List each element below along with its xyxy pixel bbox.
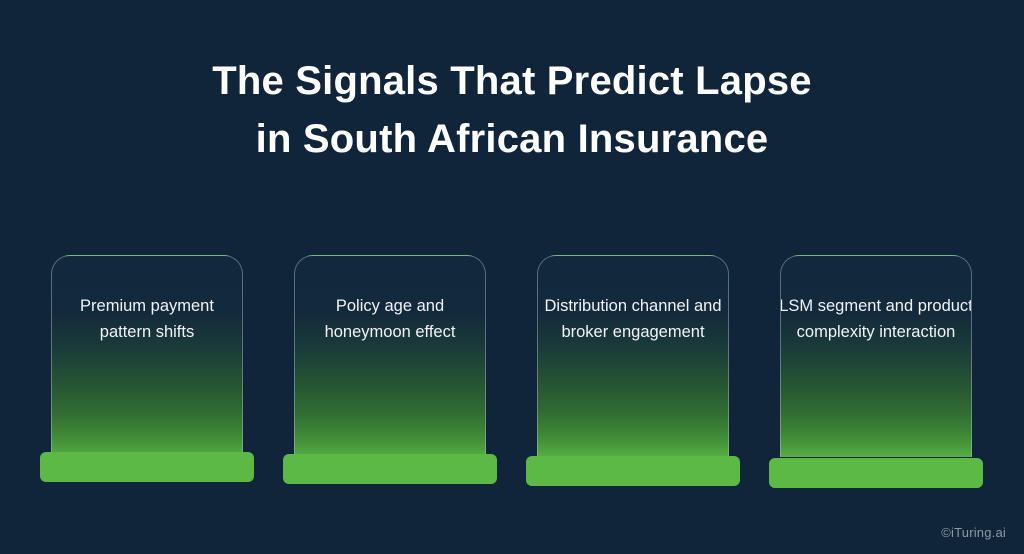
signal-card-4-base [769, 458, 983, 488]
signal-card-1-body: Premium payment pattern shifts [51, 255, 243, 457]
title-line-2: in South African Insurance [255, 117, 769, 161]
signal-cards-row: Premium payment pattern shifts Policy ag… [0, 255, 1024, 490]
signal-card-3-label: Distribution channel and broker engageme… [544, 297, 722, 341]
signal-card-4-label: LSM segment and product complexity inter… [780, 297, 972, 341]
signal-card-1-base [40, 452, 254, 482]
signal-card-1[interactable]: Premium payment pattern shifts [40, 255, 254, 490]
signal-card-3-base [526, 456, 740, 486]
signal-card-2-body: Policy age and honeymoon effect [294, 255, 486, 457]
signal-card-3-body: Distribution channel and broker engageme… [537, 255, 729, 457]
page-title: The Signals That Predict Lapse in South … [0, 52, 1024, 168]
signal-card-3[interactable]: Distribution channel and broker engageme… [526, 255, 740, 490]
signal-card-2[interactable]: Policy age and honeymoon effect [283, 255, 497, 490]
signal-card-2-label: Policy age and honeymoon effect [324, 297, 456, 341]
signal-card-4-body: LSM segment and product complexity inter… [780, 255, 972, 457]
signal-card-1-label: Premium payment pattern shifts [80, 297, 214, 341]
signal-card-2-base [283, 454, 497, 484]
watermark: ©iTuring.ai [941, 525, 1006, 540]
title-line-1: The Signals That Predict Lapse [212, 59, 812, 103]
signal-card-4[interactable]: LSM segment and product complexity inter… [769, 255, 983, 490]
